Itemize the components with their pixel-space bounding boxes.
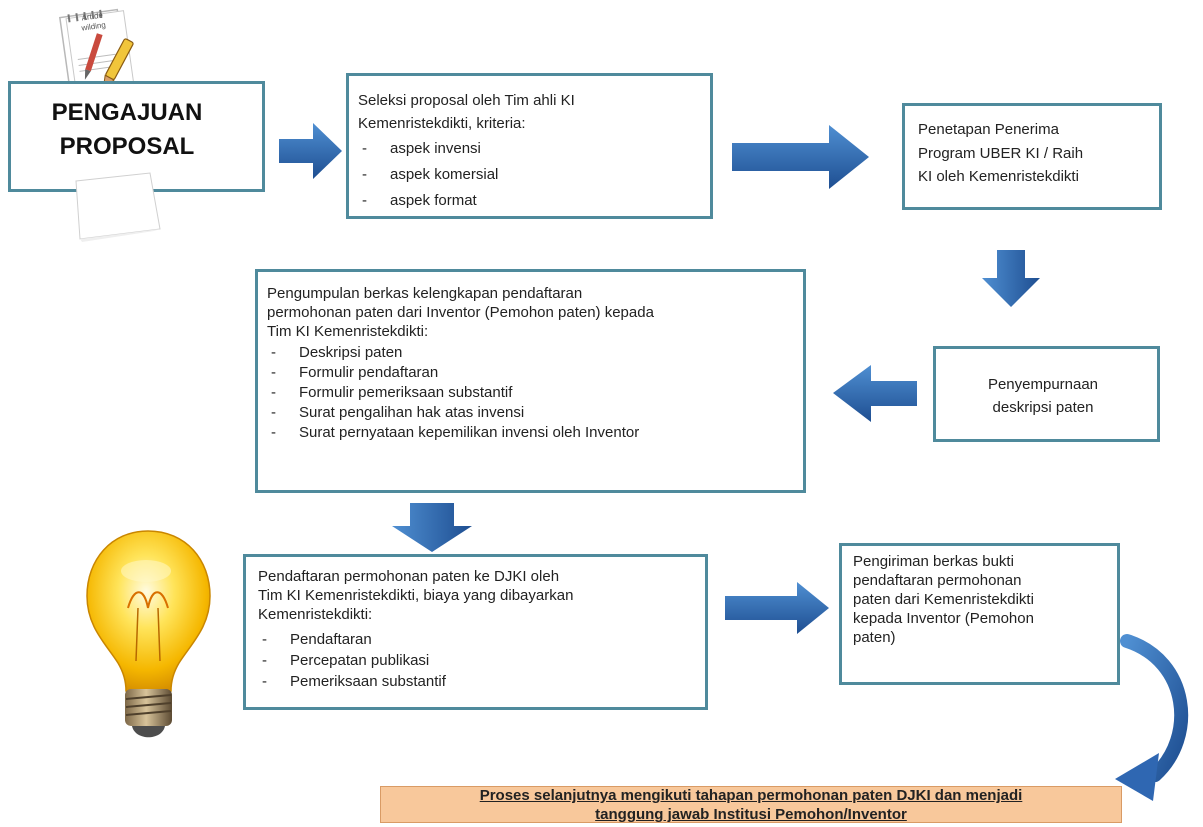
delivery-line-5: paten) (853, 629, 896, 646)
registration-fee-3: Pemeriksaan substantif (258, 672, 446, 691)
arrow-left-1 (833, 365, 917, 422)
collection-line-3: Tim KI Kemenristekdikti: (267, 323, 429, 340)
selection-criterion-1: aspek invensi (358, 139, 498, 158)
registration-fee-2: Percepatan publikasi (258, 651, 446, 670)
collection-line-2: permohonan paten dari Inventor (Pemohon … (267, 304, 654, 321)
selection-line-1: Seleksi proposal oleh Tim ahli KI (358, 92, 575, 109)
delivery-box (839, 543, 1120, 685)
refinement-line-2: deskripsi paten (992, 399, 1094, 416)
light-bulb-icon (86, 530, 211, 738)
arrow-down-1 (982, 250, 1040, 307)
collection-doc-4: Surat pengalihan hak atas invensi (267, 403, 639, 422)
curved-arrow-down-left (1115, 634, 1189, 801)
collection-doc-1: Deskripsi paten (267, 343, 639, 362)
refinement-line-1: Penyempurnaan (987, 376, 1099, 393)
delivery-line-1: Pengiriman berkas bukti (853, 553, 1014, 570)
registration-fees-list: Pendaftaran Percepatan publikasi Pemerik… (258, 630, 446, 691)
proposal-title: PENGAJUAN PROPOSAL (51, 99, 203, 160)
refinement-box (933, 346, 1160, 442)
delivery-line-3: paten dari Kemenristekdikti (853, 591, 1034, 608)
arrow-right-1 (279, 123, 342, 179)
collection-documents-list: Deskripsi paten Formulir pendaftaran For… (267, 343, 639, 442)
final-process-box (380, 786, 1122, 823)
registration-line-2: Tim KI Kemenristekdikti, biaya yang diba… (258, 587, 574, 604)
arrow-right-3 (725, 582, 829, 634)
selection-criterion-2: aspek komersial (358, 165, 498, 184)
selection-line-2: Kemenristekdikti, kriteria: (358, 115, 526, 132)
assignment-box (902, 103, 1162, 210)
arrow-down-2 (392, 503, 472, 552)
selection-criteria-list: aspek invensi aspek komersial aspek form… (358, 139, 498, 210)
collection-doc-2: Formulir pendaftaran (267, 363, 639, 382)
registration-fee-1: Pendaftaran (258, 630, 446, 649)
registration-line-1: Pendaftaran permohonan paten ke DJKI ole… (258, 568, 560, 585)
final-process-line-1: Proses selanjutnya mengikuti tahapan per… (479, 787, 1023, 804)
collection-doc-5: Surat pernyataan kepemilikan invensi ole… (267, 423, 639, 442)
delivery-line-2: pendaftaran permohonan (853, 572, 1022, 589)
note-paper-pencil-icon (58, 8, 136, 99)
assignment-line-3: KI oleh Kemenristekdikti (918, 168, 1079, 185)
registration-line-3: Kemenristekdikti: (258, 606, 373, 623)
collection-doc-3: Formulir pemeriksaan substantif (267, 383, 639, 402)
assignment-line-1: Penetapan Penerima (918, 121, 1059, 138)
assignment-line-2: Program UBER KI / Raih (918, 145, 1084, 162)
final-process-line-2: tanggung jawab Institusi Pemohon/Invento… (595, 806, 907, 823)
paper-sheet-icon (75, 172, 161, 242)
arrow-right-2 (732, 125, 869, 189)
delivery-line-4: kepada Inventor (Pemohon (853, 610, 1034, 627)
collection-line-1: Pengumpulan berkas kelengkapan pendaftar… (267, 285, 583, 302)
selection-criterion-3: aspek format (358, 191, 498, 210)
